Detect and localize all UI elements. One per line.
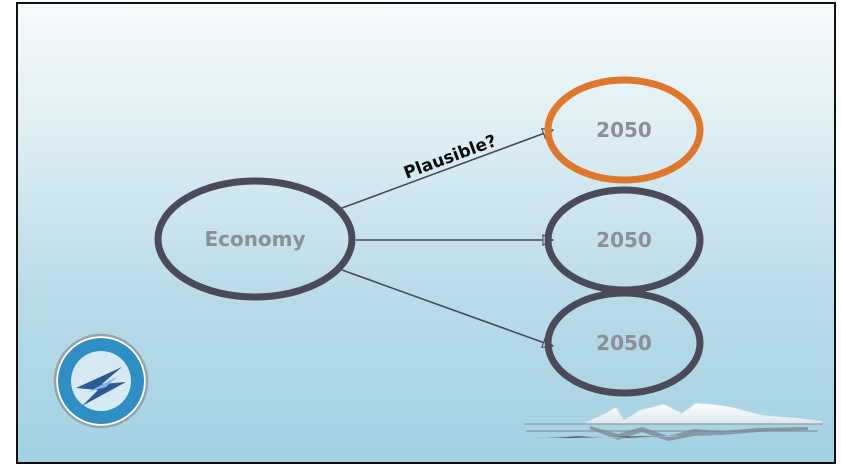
search-logo (53, 333, 149, 429)
node-economy (154, 177, 356, 301)
edge-economy-to-2050-top (341, 130, 553, 209)
node-2050-middle-label: 2050 (596, 228, 652, 252)
iceberg-image (524, 402, 823, 441)
diagram-canvas: Plausible? Economy 2050 2050 2050 (53, 76, 823, 441)
node-2050-highlighted-label: 2050 (596, 118, 652, 142)
node-economy-label: Economy (204, 227, 305, 251)
slide: Plausible? Economy 2050 2050 2050 (16, 2, 836, 464)
edge-economy-to-2050-bottom (341, 269, 553, 346)
node-2050-bottom (544, 289, 704, 397)
edge-label-plausible: Plausible? (401, 131, 499, 183)
node-2050-bottom-label: 2050 (596, 331, 652, 355)
node-2050-highlighted (544, 76, 704, 184)
